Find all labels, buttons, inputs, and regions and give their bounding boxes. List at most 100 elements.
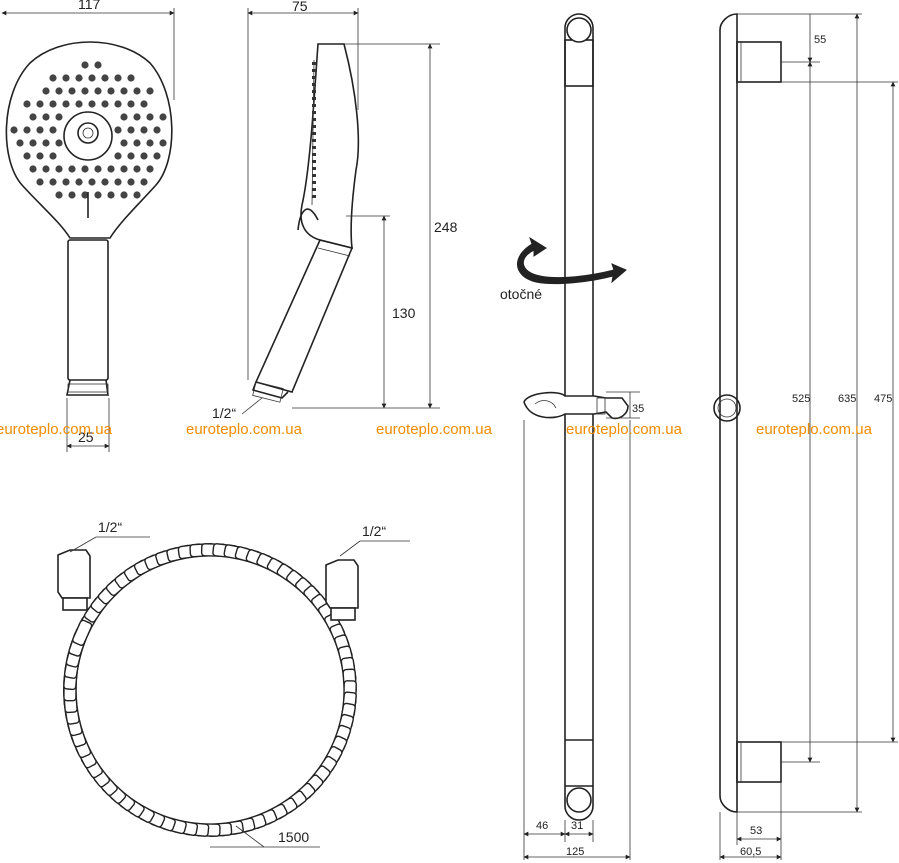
rotation-arrow-icon — [517, 236, 627, 285]
nozzle-dot — [140, 126, 148, 134]
label-hose-thread-left: 1/2“ — [98, 519, 122, 535]
side-nozzle — [312, 76, 316, 79]
nozzle-dot — [133, 165, 141, 173]
side-nozzle — [312, 97, 316, 100]
nozzle-dot — [94, 61, 102, 69]
nozzle-dot — [127, 126, 135, 134]
side-nozzle — [312, 62, 316, 65]
nozzle-dot — [127, 100, 135, 108]
side-nozzle — [312, 153, 316, 156]
nozzle-dot — [10, 126, 18, 134]
dim-head-connector: 25 — [78, 429, 94, 445]
nozzle-dot — [120, 165, 128, 173]
nozzle-dot — [120, 87, 128, 95]
dim-side-635: 635 — [838, 393, 856, 405]
shower-hose: 1/2“ 1/2“ 1500 — [57, 519, 410, 848]
side-nozzles — [312, 62, 316, 198]
nozzle-dot — [127, 152, 135, 160]
side-nozzle — [312, 174, 316, 177]
hose-rings — [63, 543, 357, 838]
nozzle-dot — [55, 113, 63, 121]
shower-head-front-view: 117 25 — [1, 0, 175, 452]
side-nozzle — [312, 146, 316, 149]
nozzle-dot — [42, 113, 50, 121]
nozzle-dot — [68, 165, 76, 173]
side-nozzle — [312, 188, 316, 191]
nozzle-dot — [81, 165, 89, 173]
nozzle-dot — [101, 100, 109, 108]
nozzle-dot — [23, 152, 31, 160]
watermark-1: euroteplo.com.ua — [0, 421, 113, 438]
nozzle-dot — [55, 191, 63, 199]
dim-side-525: 525 — [792, 393, 810, 405]
nozzle-dot — [42, 87, 50, 95]
dim-handle-length: 130 — [392, 305, 416, 321]
nozzle-dot — [36, 152, 44, 160]
nozzle-dot — [133, 139, 141, 147]
label-hose-length: 1500 — [278, 829, 309, 845]
nozzle-dot — [75, 100, 83, 108]
dim-side-475: 475 — [874, 393, 892, 405]
dim-rail-total: 125 — [566, 846, 584, 858]
nozzle-dot — [55, 139, 63, 147]
nozzle-dot — [146, 113, 154, 121]
nozzle-dot — [127, 178, 135, 186]
nozzle-dot — [120, 139, 128, 147]
dim-head-width: 117 — [78, 0, 101, 12]
nozzle-dot — [107, 87, 115, 95]
nozzle-dot — [127, 74, 135, 82]
hose-ring — [72, 619, 93, 646]
nozzle-dot — [88, 74, 96, 82]
label-hose-thread-right: 1/2“ — [362, 523, 386, 539]
watermark-3: euroteplo.com.ua — [376, 421, 493, 438]
nozzle-dot — [94, 165, 102, 173]
watermark-row: euroteplo.com.ua euroteplo.com.ua eurote… — [0, 421, 873, 438]
dim-rail-w2: 31 — [571, 820, 583, 832]
nozzle-dot — [133, 191, 141, 199]
nozzle-dot — [107, 191, 115, 199]
dim-side-60-5: 60,5 — [740, 846, 761, 858]
nozzle-dot — [49, 126, 57, 134]
slide-rail-side-view: 55 525 635 475 53 60,5 — [713, 13, 898, 860]
side-nozzle — [312, 118, 316, 121]
nozzle-dot — [62, 178, 70, 186]
nozzle-dot — [133, 113, 141, 121]
nozzle-dot — [49, 178, 57, 186]
nozzle-dot — [62, 100, 70, 108]
side-nozzle — [312, 111, 316, 114]
nozzle-dot — [114, 100, 122, 108]
nozzle-dot — [140, 100, 148, 108]
nozzle-dot — [146, 165, 154, 173]
nozzle-dot — [120, 113, 128, 121]
side-nozzle — [312, 167, 316, 170]
nozzle-dot — [114, 152, 122, 160]
nozzle-dot — [16, 139, 24, 147]
side-nozzle — [312, 69, 316, 72]
nozzle-dot — [88, 100, 96, 108]
nozzle-dot — [62, 74, 70, 82]
nozzle-dot — [159, 139, 167, 147]
nozzle-dot — [153, 126, 161, 134]
nozzle-dot — [49, 152, 57, 160]
nozzle-dot — [114, 74, 122, 82]
nozzle-dot — [29, 113, 37, 121]
nozzle-dot — [133, 87, 141, 95]
nozzle-dot — [140, 152, 148, 160]
nozzle-dot — [146, 139, 154, 147]
nozzle-dot — [23, 100, 31, 108]
nozzle-dot — [23, 126, 31, 134]
nozzle-pattern — [10, 61, 167, 199]
nozzle-dot — [107, 165, 115, 173]
nozzle-dot — [81, 191, 89, 199]
nozzle-dot — [140, 178, 148, 186]
nozzle-dot — [49, 100, 57, 108]
nozzle-dot — [29, 139, 37, 147]
dim-side-top: 55 — [814, 34, 826, 46]
side-nozzle — [312, 104, 316, 107]
side-nozzle — [312, 132, 316, 135]
nozzle-dot — [75, 178, 83, 186]
nozzle-dot — [42, 165, 50, 173]
dim-rail-w1: 46 — [536, 820, 548, 832]
nozzle-dot — [36, 100, 44, 108]
